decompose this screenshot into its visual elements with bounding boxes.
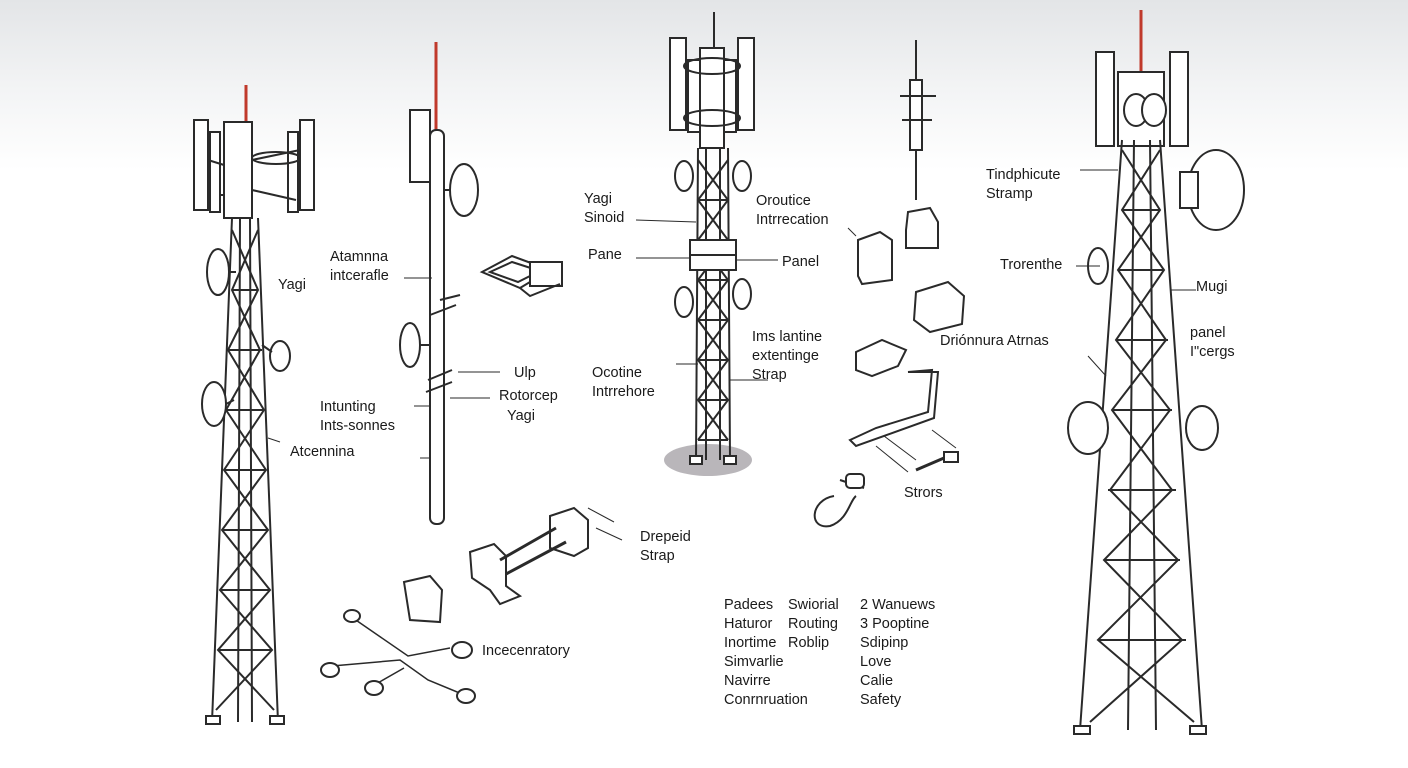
label-pane: Pane [588, 247, 622, 263]
legend-item: 3 Pooptine [860, 616, 930, 632]
legend-item: Padees [724, 597, 774, 613]
legend-item: 2 Wanuews [860, 597, 936, 613]
label-accessory: Incecenratory [482, 643, 570, 659]
label-mounting-insonnes: Intunting Ints-sonnes [320, 399, 395, 434]
mast [399, 42, 563, 525]
legend-list: Padees Haturor Inortime Simvarlie Navirr… [724, 596, 964, 716]
pipe-mount [468, 506, 589, 606]
tower-1 [193, 85, 315, 725]
legend-item: Navirre [724, 673, 771, 689]
label-mast-yagi: Yagi [507, 408, 535, 424]
legend-item: Roblip [788, 635, 830, 651]
legend-item: Routing [788, 616, 838, 632]
label-rotorcep: Rotorcep [499, 388, 558, 404]
legend-item: Calie [860, 673, 894, 689]
legend-item: Safety [860, 692, 902, 708]
label-trorenthe: Trorenthe [1000, 257, 1063, 273]
label-tower3-panel: panel I"cergs [1190, 325, 1235, 360]
label-dronnura: Driónnura Atrnas [940, 333, 1049, 349]
legend-item: Inortime [724, 635, 777, 651]
label-ulp: Ulp [514, 365, 536, 381]
label-tower1-yagi: Yagi [278, 277, 306, 293]
legend-item: Conrnruation [724, 692, 808, 708]
label-antenna-interface: Atamnna intcerafle [330, 249, 389, 284]
label-ims: Ims lantine extentinge Strap [752, 329, 823, 383]
legend-col-1: Padees Haturor Inortime Simvarlie Navirr… [724, 596, 808, 710]
label-orotice: Oroutice Intrrecation [756, 193, 829, 228]
legend-col-3: 2 Wanuews 3 Pooptine Sdipinp Love Calie … [860, 596, 935, 710]
legend-item: Simvarlie [724, 654, 784, 670]
tower-2 [635, 12, 778, 476]
legend-item: Haturor [724, 616, 773, 632]
label-panel: Panel [782, 254, 820, 270]
legend-item: Swiorial [788, 597, 839, 613]
legend-item: Sdipinp [860, 635, 909, 651]
label-strors: Strors [904, 485, 943, 501]
legend-item: Love [860, 654, 892, 670]
label-yagi-sinoid: Yagi Sinoid [584, 191, 625, 226]
legend-col-2: Swiorial Routing Roblip [788, 596, 839, 653]
tower-3 [1067, 10, 1245, 735]
label-droped-strap: Drepeid Strap [640, 529, 691, 564]
wall-bracket [479, 254, 563, 298]
hardware-parts [320, 40, 966, 704]
label-ocotine: Ocotine Intrrehore [592, 365, 655, 400]
label-tindphicute: Tindphicute Stramp [986, 167, 1061, 202]
label-mugi: Mugi [1196, 279, 1228, 295]
label-antenna: Atcennina [290, 444, 355, 460]
